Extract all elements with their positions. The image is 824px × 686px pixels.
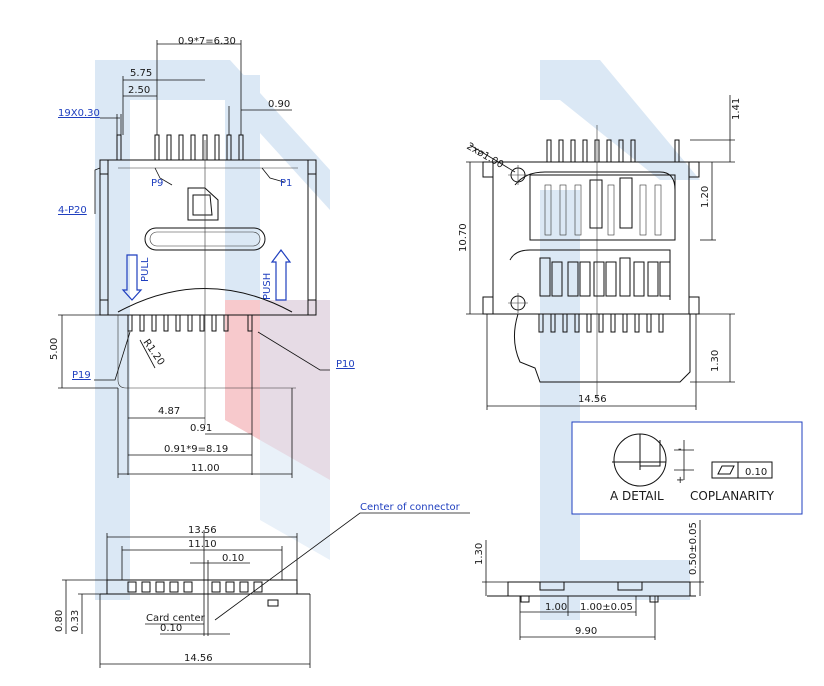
dim-0-10-top: 0.10 [222, 553, 244, 564]
bottom-right-dimensions [482, 520, 704, 640]
coplanarity-label: COPLANARITY [690, 489, 775, 503]
watermark-logo [95, 60, 700, 620]
contacts-upper [544, 177, 662, 236]
dim-13-56: 13.56 [188, 525, 217, 536]
dim-5-00: 5.00 [49, 338, 60, 360]
right-view: 1.41 2xø1.00 10.70 1.20 1.30 14.56 [458, 95, 742, 410]
bottom-left-dimensions [62, 512, 470, 668]
dim-11-00: 11.00 [191, 463, 220, 474]
pull-arrow-icon [121, 254, 143, 301]
dim-19x0-30: 19X0.30 [58, 108, 100, 119]
logo-mark [187, 187, 219, 221]
dim-1-30-bottom: 1.30 [474, 543, 485, 565]
card-center-label: Card center [146, 613, 206, 624]
dim-0-90: 0.90 [268, 99, 290, 110]
right-bottom-pins [538, 313, 664, 333]
label-p9: P9 [151, 178, 163, 189]
top-dimensions [58, 40, 293, 478]
dim-0-91x9: 0.91*9=8.19 [164, 444, 228, 455]
dim-pitch-total: 0.9*7=6.30 [178, 36, 236, 47]
bottom-pins [127, 314, 253, 332]
label-p10: P10 [336, 359, 355, 370]
dim-1-00-tol: 1.00±0.05 [580, 602, 633, 613]
dim-14-56: 14.56 [578, 394, 607, 405]
top-pins [116, 134, 244, 161]
push-label: PUSH [262, 273, 273, 300]
dim-9-90: 9.90 [575, 626, 597, 637]
pull-label: PULL [140, 257, 151, 282]
dim-0-33: 0.33 [70, 610, 81, 632]
label-p1: P1 [280, 178, 292, 189]
dim-2-50: 2.50 [128, 85, 150, 96]
dim-2x-dia: 2xø1.00 [465, 141, 506, 171]
dim-5-75: 5.75 [130, 68, 152, 79]
contacts-lower [539, 257, 671, 297]
detail-box: - + 0.10 A DETAIL COPLANARITY [571, 421, 803, 515]
dim-0-50: 0.50±0.05 [688, 522, 699, 575]
label-p19: P19 [72, 370, 91, 381]
dim-1-30: 1.30 [710, 350, 721, 372]
dim-4-87: 4.87 [158, 406, 180, 417]
bottom-right-view: 1.30 0.50±0.05 1.00 1.00±0.05 9.90 [474, 520, 704, 640]
push-arrow-icon [270, 249, 292, 301]
mounting-hole-bottom [508, 293, 528, 313]
minus-sign: - [678, 444, 682, 455]
dim-14-56-bottom: 14.56 [184, 653, 213, 664]
dim-1-00: 1.00 [545, 602, 567, 613]
side-contacts [127, 581, 279, 607]
dim-0-91: 0.91 [190, 423, 212, 434]
dim-0-10-bottom: 0.10 [160, 623, 182, 634]
dim-1-41: 1.41 [731, 98, 742, 120]
top-view: PULL PUSH [49, 36, 355, 478]
connector-body [107, 159, 309, 316]
tolerance-frame [711, 461, 773, 479]
bottom-left-view: Center of connector 13.56 11.10 0.10 0.8… [54, 502, 470, 668]
plus-sign: + [676, 475, 684, 486]
leaders [94, 167, 330, 381]
right-dimensions [466, 95, 735, 410]
label-4-p20: 4-P20 [58, 205, 87, 216]
dim-1-20: 1.20 [700, 186, 711, 208]
dim-11-10: 11.10 [188, 539, 217, 550]
flatness-icon [717, 465, 735, 475]
center-of-connector-label: Center of connector [360, 502, 461, 513]
tolerance-value: 0.10 [745, 467, 767, 478]
mounting-hole-top [508, 165, 528, 185]
detail-label: A DETAIL [610, 489, 664, 503]
dim-10-70: 10.70 [458, 223, 469, 252]
label-r1-20: R1.20 [141, 337, 167, 367]
dim-0-80: 0.80 [54, 610, 65, 632]
